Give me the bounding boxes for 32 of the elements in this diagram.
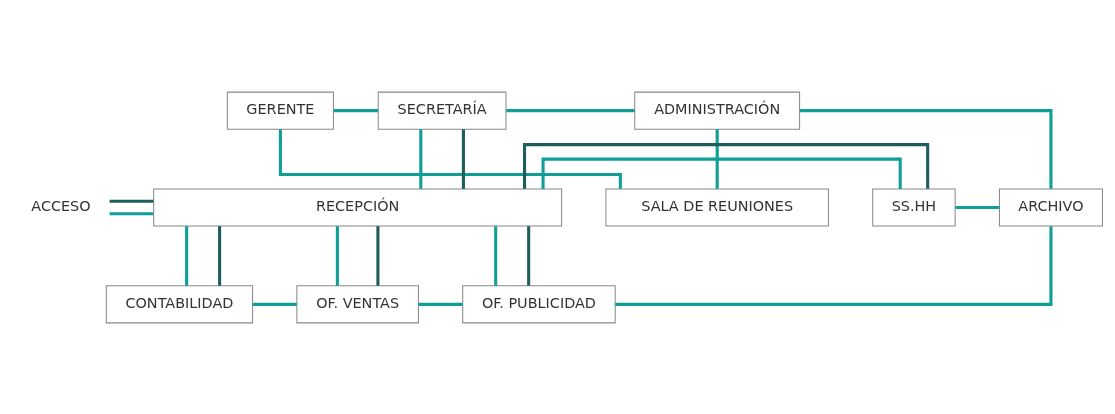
connector [527,225,531,286]
connector [799,108,1053,189]
connector [494,225,498,286]
connector [218,225,222,286]
node-box: SS.HH [872,187,956,227]
node-box: OF. PUBLICIDAD [462,284,616,323]
node-box: ADMINISTRACIÓN [634,91,801,130]
connector [419,128,423,189]
connector [955,205,1000,209]
connector [523,142,930,189]
connector [461,128,465,189]
connector [506,108,635,112]
node-text: ACCESO [31,197,91,214]
connector [333,108,379,112]
node-box: OF. VENTAS [296,284,419,323]
connector [715,128,719,189]
connector [418,302,463,306]
node-box: ARCHIVO [998,187,1103,227]
node-box: CONTABILIDAD [105,284,254,323]
connector [109,199,154,203]
node-box: SALA DE REUNIONES [605,187,829,227]
connector [615,225,1053,306]
node-box: SECRETARÍA [377,91,507,130]
node-box: RECEPCIÓN [153,187,563,227]
connector [278,129,622,189]
connector [252,302,297,306]
connector [376,225,380,286]
node-box: GERENTE [226,91,334,130]
connector [541,157,902,189]
connector [185,225,189,286]
connector [109,211,154,215]
connector [335,225,339,286]
